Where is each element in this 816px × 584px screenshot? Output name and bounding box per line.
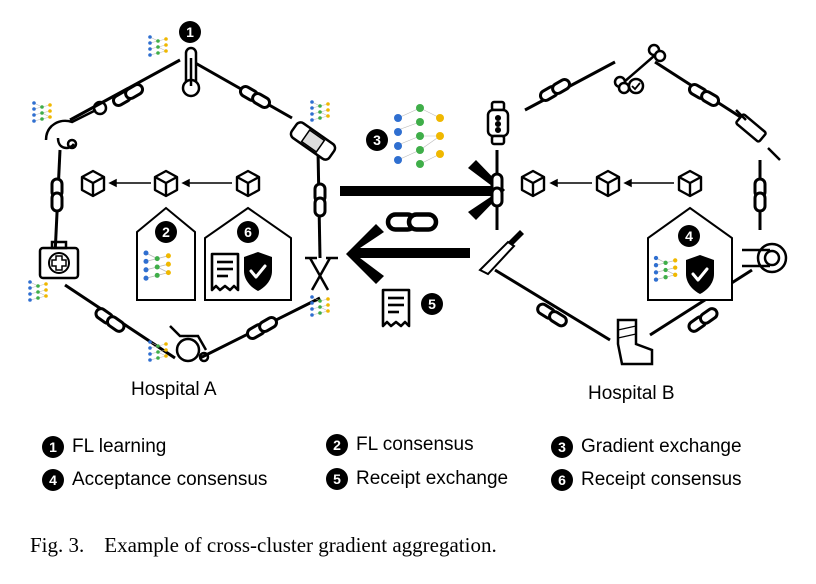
smartwatch-icon bbox=[486, 100, 510, 146]
step-markers: 1 2 3 4 5 6 bbox=[155, 21, 700, 315]
block-icon bbox=[520, 169, 546, 198]
bandage-icon bbox=[289, 121, 337, 161]
hospital-a-label: Hospital A bbox=[131, 379, 217, 400]
stethoscope-icon bbox=[44, 100, 108, 150]
legend-number: 3 bbox=[551, 436, 573, 458]
legend-label: Receipt exchange bbox=[356, 468, 509, 489]
syringe-icon bbox=[735, 109, 781, 161]
block-icon bbox=[153, 169, 179, 198]
figure-number: Fig. 3. bbox=[30, 533, 85, 557]
legend-label: FL learning bbox=[72, 436, 167, 457]
block-icon bbox=[80, 169, 106, 198]
block-icon bbox=[235, 169, 261, 198]
bone-icon bbox=[613, 43, 667, 95]
figure-caption: Fig. 3. Example of cross-cluster gradient… bbox=[30, 533, 497, 558]
legend-item: 1 FL learning bbox=[42, 436, 166, 458]
legend-item: 5 Receipt exchange bbox=[326, 468, 508, 490]
legend-number: 6 bbox=[551, 469, 573, 491]
legend-item: 2 FL consensus bbox=[326, 434, 474, 456]
wheelchair-icon bbox=[169, 325, 210, 363]
step-marker-number: 4 bbox=[685, 228, 693, 244]
fl-consensus-house bbox=[136, 206, 196, 301]
step-marker-5: 5 bbox=[421, 293, 443, 315]
step-marker-3: 3 bbox=[366, 129, 388, 151]
step-marker-number: 6 bbox=[244, 224, 252, 240]
exchange-arrows bbox=[340, 160, 505, 284]
legend-label: FL consensus bbox=[356, 434, 474, 455]
step-marker-2: 2 bbox=[155, 221, 177, 243]
chain-link-icon bbox=[50, 81, 327, 342]
crutches-icon bbox=[305, 256, 338, 291]
legend-number: 5 bbox=[326, 468, 348, 490]
gradient-model-icon bbox=[394, 104, 444, 168]
acceptance-consensus-house bbox=[647, 206, 733, 301]
legend-number: 1 bbox=[42, 436, 64, 458]
hospital-b-blockchain bbox=[520, 169, 703, 198]
caption-text: Example of cross-cluster gradient aggreg… bbox=[104, 533, 497, 557]
step-marker-4: 4 bbox=[678, 225, 700, 247]
step-marker-1: 1 bbox=[179, 21, 201, 43]
first-aid-kit-icon bbox=[38, 240, 80, 280]
hospital-a-blockchain bbox=[80, 169, 261, 198]
thermometer-icon bbox=[181, 46, 201, 98]
legend-label: Gradient exchange bbox=[581, 436, 742, 457]
step-marker-number: 3 bbox=[373, 132, 381, 148]
step-marker-number: 5 bbox=[428, 296, 436, 312]
neural-network-icon bbox=[147, 34, 169, 58]
legend-item: 4 Acceptance consensus bbox=[42, 469, 267, 491]
receipt-icon bbox=[210, 252, 240, 292]
legend-number: 2 bbox=[326, 434, 348, 456]
legend-item: 6 Receipt consensus bbox=[551, 469, 742, 491]
receipt-consensus-house bbox=[204, 206, 292, 301]
step-marker-number: 1 bbox=[186, 24, 194, 40]
block-icon bbox=[677, 169, 703, 198]
legend-label: Acceptance consensus bbox=[72, 469, 268, 490]
legend-label: Receipt consensus bbox=[581, 469, 742, 490]
neural-network-icon bbox=[31, 100, 53, 124]
step-marker-number: 2 bbox=[162, 224, 170, 240]
neural-network-icon bbox=[309, 99, 331, 123]
receipt-icon bbox=[381, 288, 411, 328]
neural-network-icon bbox=[27, 279, 49, 303]
step-marker-6: 6 bbox=[237, 221, 259, 243]
scanner-icon bbox=[742, 242, 788, 274]
legend-number: 4 bbox=[42, 469, 64, 491]
legend-item: 3 Gradient exchange bbox=[551, 436, 742, 458]
hospital-b-label: Hospital B bbox=[588, 383, 675, 404]
scalpel-icon bbox=[478, 230, 524, 276]
leg-cast-icon bbox=[616, 318, 654, 366]
chain-link-icon bbox=[388, 215, 436, 230]
block-icon bbox=[595, 169, 621, 198]
